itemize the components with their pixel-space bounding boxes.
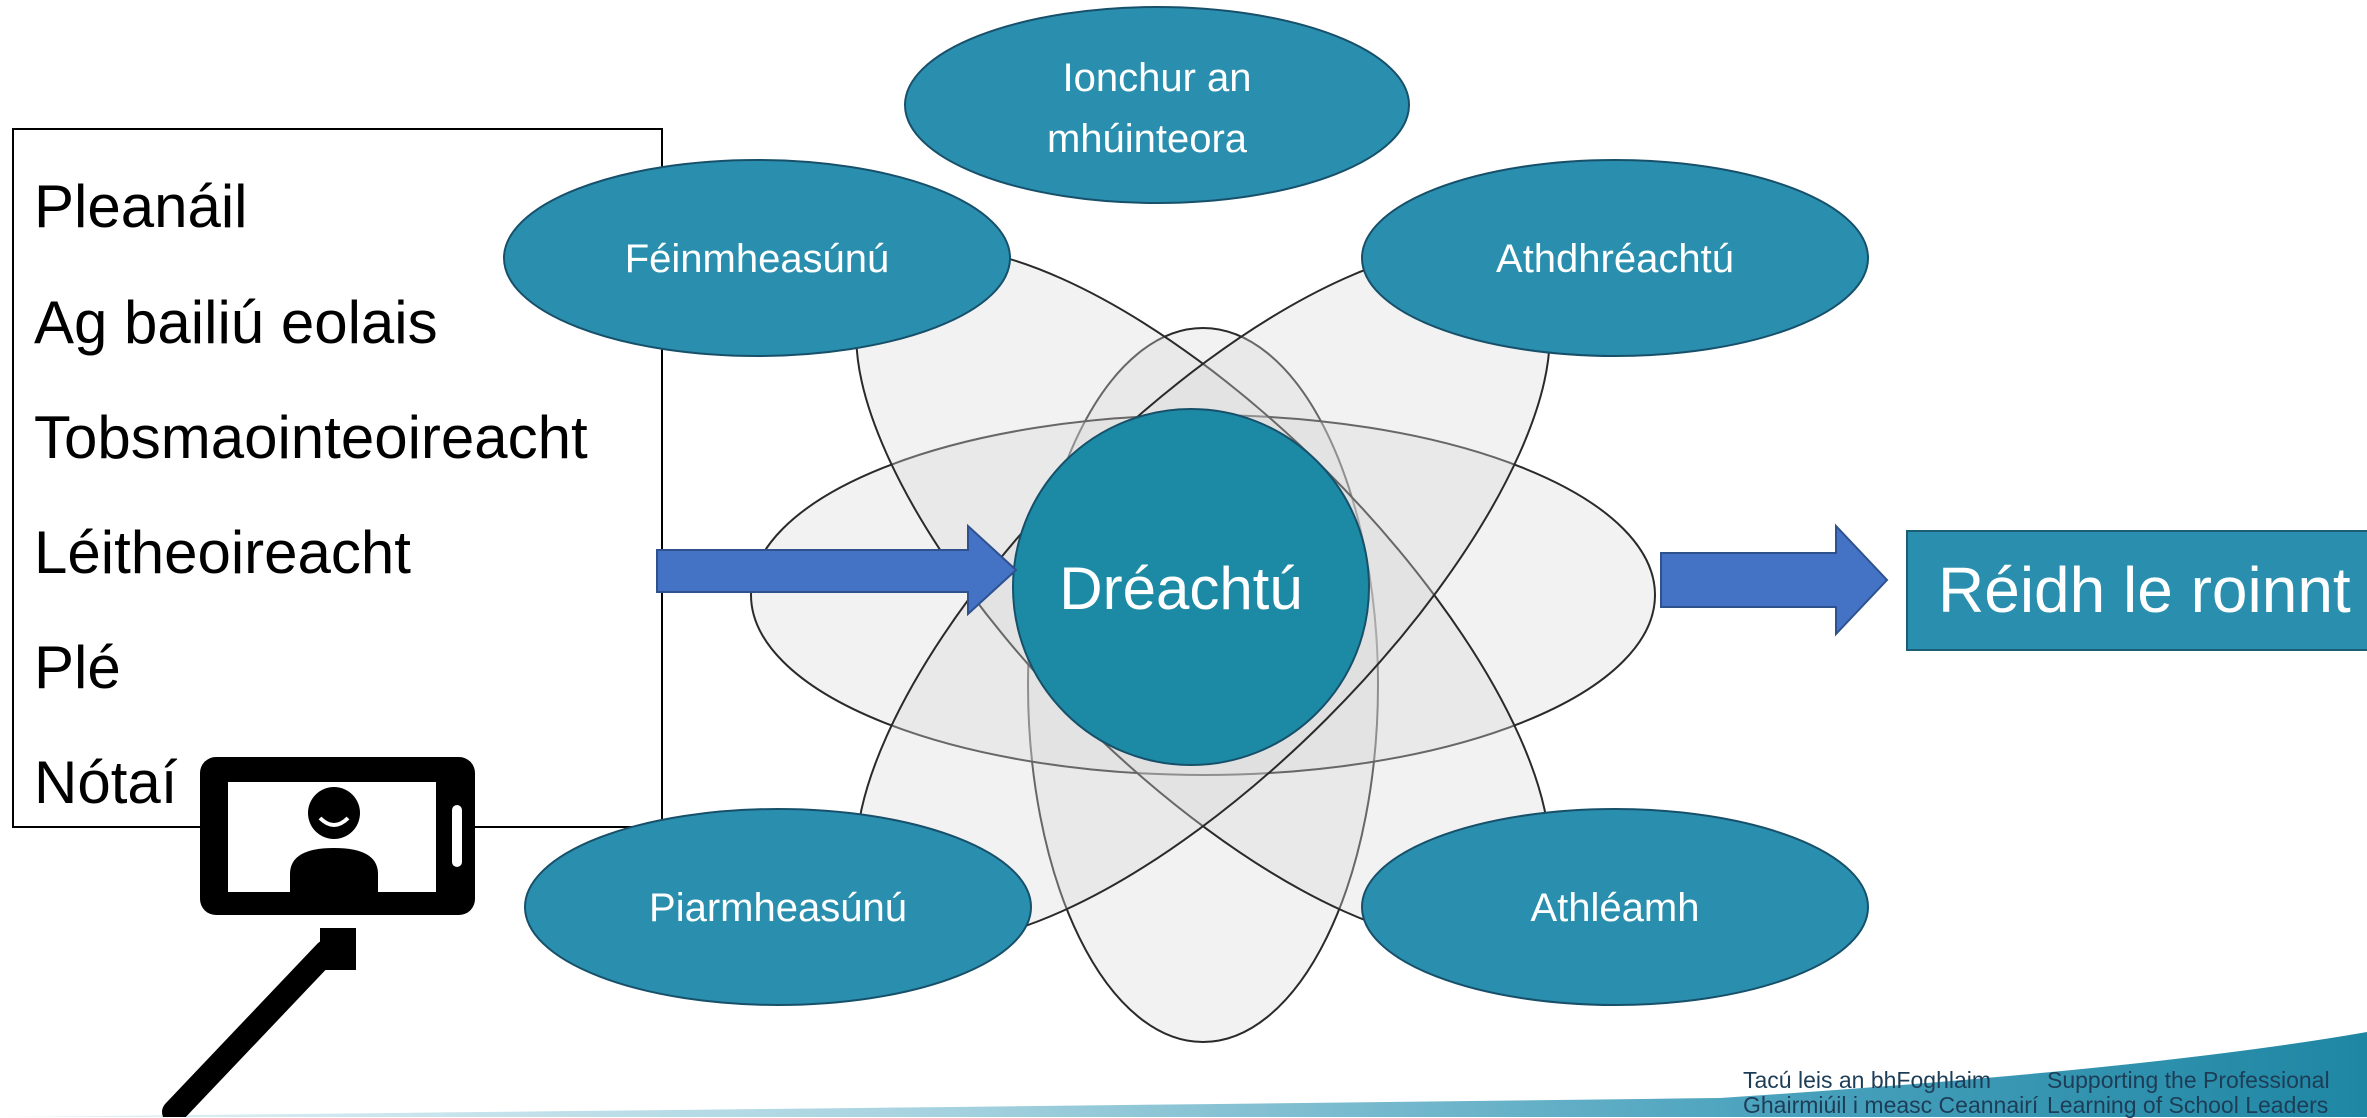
node-drafting-center-label: Dréachtú xyxy=(1059,555,1302,622)
footer-irish-line2: Ghairmiúil i measc Ceannairí xyxy=(1743,1092,2039,1118)
node-drafting-center xyxy=(1012,408,1370,766)
node-self-assessment xyxy=(503,159,1011,357)
selfie-stick-icon xyxy=(162,757,475,1117)
node-teacher-input-label-line2: mhúinteora xyxy=(1047,117,1248,161)
node-redrafting-label: Athdhréachtú xyxy=(1496,237,1734,281)
footer-irish-line1: Tacú leis an bhFoghlaim xyxy=(1743,1067,1992,1093)
ready-to-share-box: Réidh le roinnt xyxy=(1906,530,2367,651)
list-item-discussion: Plé xyxy=(34,634,121,701)
footer-english-line2: Learning of School Leaders xyxy=(2047,1092,2329,1118)
output-arrow xyxy=(1660,523,1889,637)
node-redrafting xyxy=(1361,159,1869,357)
node-peer-assessment xyxy=(524,808,1032,1006)
node-peer-assessment-label: Piarmheasúnú xyxy=(649,886,907,930)
node-teacher-input-label-line1: Ionchur an xyxy=(1062,56,1251,100)
list-item-reading: Léitheoireacht xyxy=(34,519,411,586)
node-rereading xyxy=(1361,808,1869,1006)
node-self-assessment-label: Féinmheasúnú xyxy=(625,237,890,281)
node-rereading-label: Athléamh xyxy=(1531,886,1700,930)
footer-english-line1: Supporting the Professional xyxy=(2047,1067,2330,1093)
list-item-notes: Nótaí xyxy=(34,749,178,816)
input-arrow xyxy=(656,523,1018,617)
list-item-planning: Pleanáil xyxy=(34,173,248,240)
list-item-gathering-info: Ag bailiú eolais xyxy=(34,289,438,356)
footer-swoosh xyxy=(0,1032,2367,1117)
node-teacher-input xyxy=(904,6,1410,204)
list-item-brainstorming: Tobsmaointeoireacht xyxy=(34,404,588,471)
